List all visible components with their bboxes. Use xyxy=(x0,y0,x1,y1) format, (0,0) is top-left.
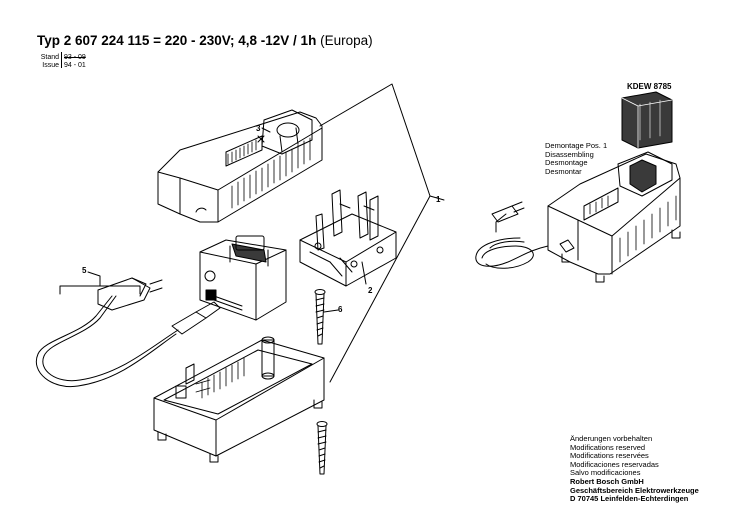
leader-6 xyxy=(323,309,339,313)
mains-cable xyxy=(35,277,221,388)
company-address: D 70745 Leinfelden-Echterdingen xyxy=(570,494,689,504)
contact-assembly xyxy=(299,189,397,287)
notice-line: Änderungen vorbehalten xyxy=(570,434,653,443)
leader-1-tick xyxy=(429,195,445,201)
charger-coiled-cable xyxy=(475,201,575,269)
tool-code-label: KDEW 8785 xyxy=(627,82,672,91)
note-line: Desmontar xyxy=(545,166,582,176)
callout-6: 6 xyxy=(338,305,343,314)
issue-divider xyxy=(61,60,62,68)
stand-value: 93 - 09 xyxy=(64,54,86,61)
notice-line: Salvo modificaciones xyxy=(570,468,641,478)
company-division: Geschäftsbereich Elektrowerkzeuge xyxy=(570,485,699,495)
leader-1 xyxy=(319,83,431,383)
screw-lower xyxy=(316,421,328,475)
stand-label: Stand xyxy=(40,54,59,61)
callout-5: 5 xyxy=(82,266,87,275)
issue-value: 94 - 01 xyxy=(64,62,86,69)
title-region: (Europa) xyxy=(316,33,373,48)
callout-3-marker xyxy=(257,127,271,143)
note-line: Demontage Pos. 1 xyxy=(545,141,608,150)
bracket-5 xyxy=(59,271,141,295)
screw-upper xyxy=(314,289,326,345)
kdew-tool xyxy=(621,91,673,149)
callout-2: 2 xyxy=(368,286,373,295)
issue-label: Issue xyxy=(42,62,59,69)
leader-2 xyxy=(361,261,367,285)
housing-cover xyxy=(157,109,323,223)
notice-line: Modificaciones reservadas xyxy=(570,459,659,469)
issue-row: Issue 94 - 01 xyxy=(37,60,86,69)
company-name: Robert Bosch GmbH xyxy=(570,476,644,486)
page-title: Typ 2 607 224 115 = 220 - 230V; 4,8 -12V… xyxy=(37,33,373,48)
title-main: Typ 2 607 224 115 = 220 - 230V; 4,8 -12V… xyxy=(37,33,317,48)
housing-base xyxy=(153,336,325,463)
notice-line: Modifications reservées xyxy=(570,451,649,461)
note-line: Desmontage xyxy=(545,158,588,168)
stand-divider xyxy=(61,52,62,60)
footer-block: Änderungen vorbehalten Modifications res… xyxy=(570,434,699,504)
callout-1: 1 xyxy=(436,195,441,204)
assembled-charger xyxy=(547,151,681,283)
transformer xyxy=(199,235,287,321)
note-line: Disassembling xyxy=(545,149,594,159)
notice-line: Modifications reserved xyxy=(570,442,646,452)
disassembly-note: Demontage Pos. 1 Disassembling Desmontag… xyxy=(545,141,608,176)
stand-row: Stand 93 - 09 xyxy=(37,52,86,61)
callout-3: 3 xyxy=(256,124,261,133)
